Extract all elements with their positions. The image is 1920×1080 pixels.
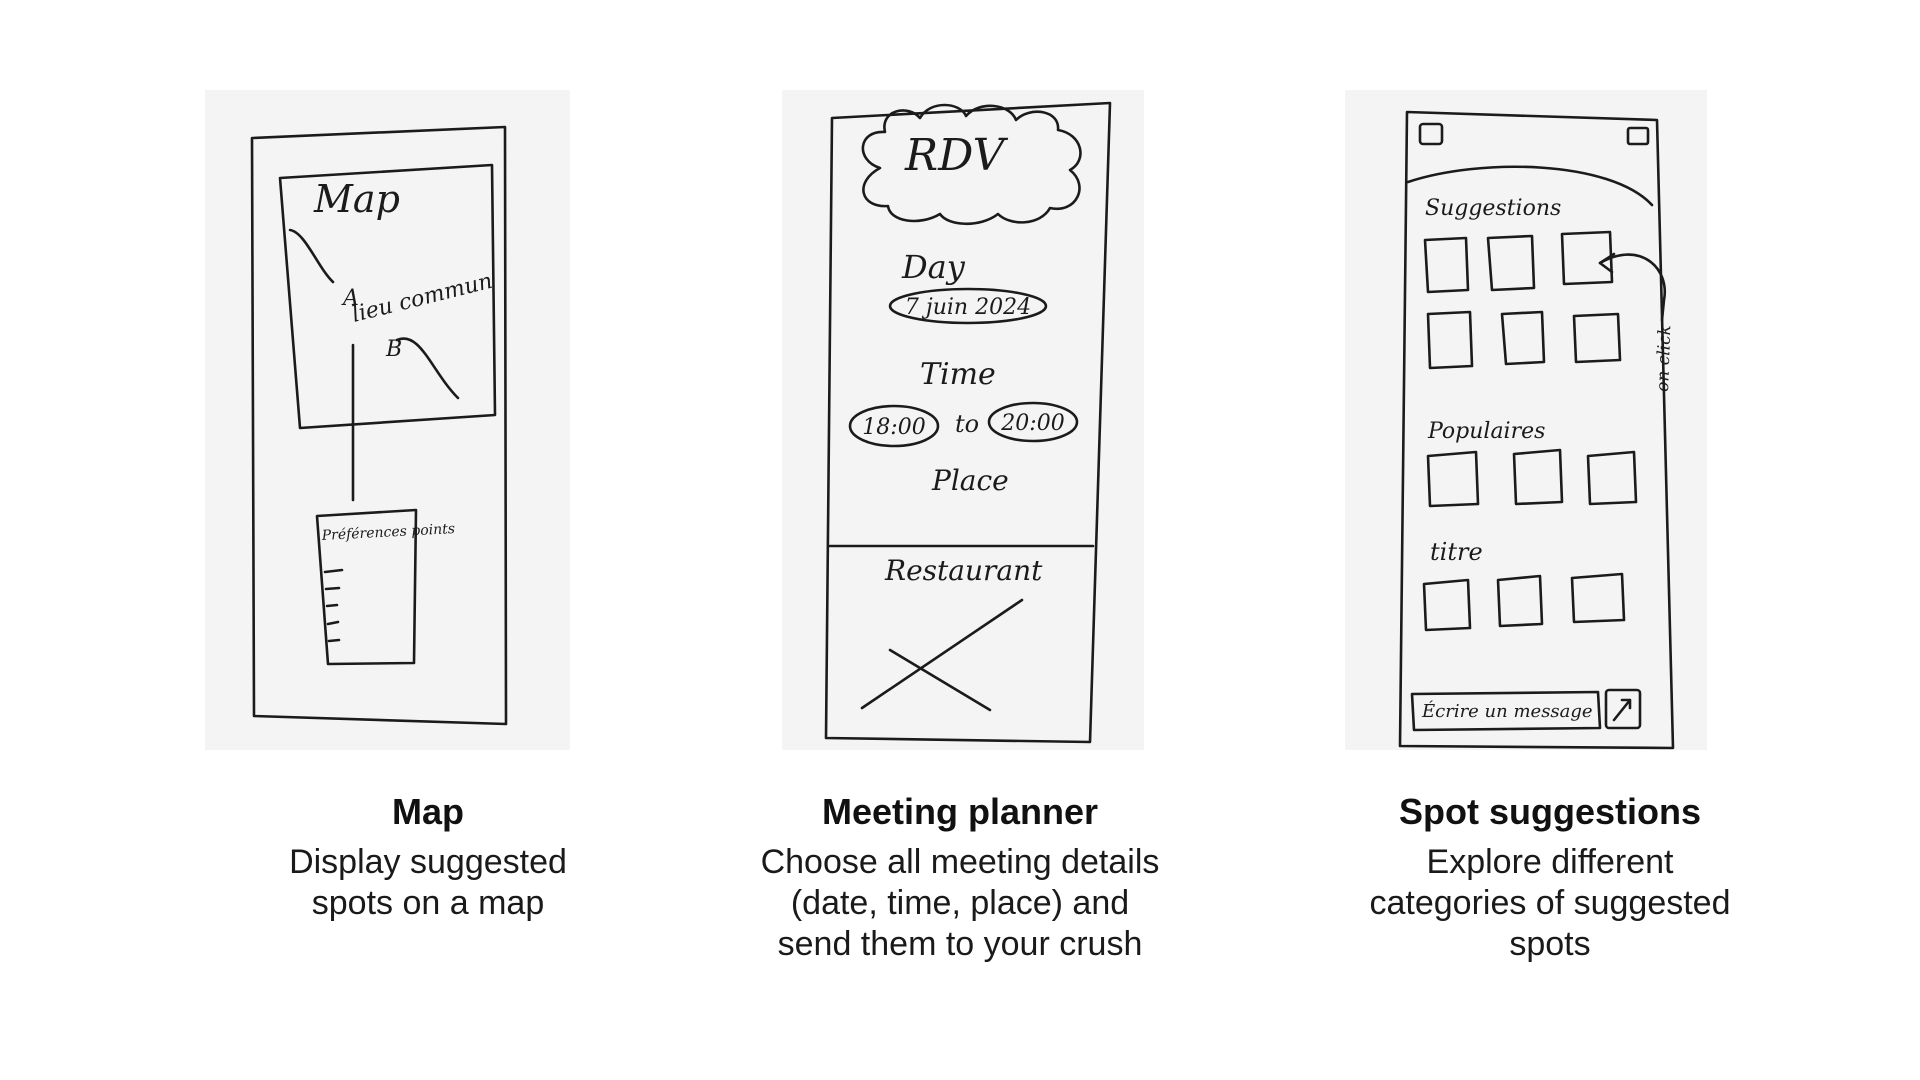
spot-card (1496, 574, 1544, 628)
spot-suggestions-title: Spot suggestions (1398, 791, 1701, 832)
menu-icon (1418, 122, 1444, 146)
day-label: Day (901, 248, 966, 286)
on-click-arrow (1598, 253, 1667, 322)
chat-icon (1626, 126, 1650, 146)
preferences-heading: Préférences points (320, 521, 455, 544)
send-button (1604, 688, 1642, 730)
date-field (888, 287, 1048, 325)
meeting-planner-description: Choose all meeting details (date, time, … (760, 843, 1160, 963)
suggestions-label: Suggestions (1425, 196, 1561, 221)
preferences-list-panel (315, 508, 418, 666)
time-start-field (848, 404, 940, 448)
spot-card (1423, 236, 1470, 294)
spot-card (1426, 450, 1480, 508)
list-item (323, 568, 344, 574)
list-item (325, 603, 339, 608)
image-placeholder-cross (888, 648, 992, 712)
spot-card (1586, 450, 1638, 506)
third-category-label: titre (1430, 538, 1483, 566)
map-panel (278, 163, 497, 430)
list-item (324, 586, 341, 591)
spot-card (1422, 578, 1472, 632)
map-title: Map (392, 791, 464, 832)
route-path-2 (395, 337, 460, 400)
meeting-planner-sketch: RDV Day 7 juin 2024 Time 18:00 to 20:00 … (782, 90, 1144, 750)
meeting-planner-caption: Meeting planner Choose all meeting detai… (700, 790, 1220, 965)
spot-card (1570, 572, 1626, 624)
restaurant-label: Restaurant (884, 554, 1043, 587)
spot-card (1572, 312, 1622, 364)
map-description: Display suggested spots on a map (289, 843, 567, 922)
route-path-1 (288, 228, 335, 284)
time-end-value: 20:00 (1000, 411, 1064, 436)
header-curve (1406, 165, 1654, 207)
point-b-label: B (385, 337, 402, 362)
header-label: RDV (904, 130, 1009, 181)
time-label: Time (920, 357, 996, 392)
list-item (327, 638, 341, 643)
populaires-label: Populaires (1427, 419, 1545, 444)
map-caption: Map Display suggested spots on a map (168, 790, 688, 924)
spot-suggestions-caption: Spot suggestions Explore different categ… (1290, 790, 1810, 965)
place-label: Place (931, 464, 1009, 497)
header-cloud (861, 103, 1082, 226)
image-placeholder-cross (860, 598, 1024, 710)
point-a-label: A (341, 286, 359, 311)
on-click-arrowhead (1598, 252, 1616, 274)
meeting-planner-title: Meeting planner (821, 791, 1099, 832)
map-label: Map (313, 177, 400, 221)
spot-card (1560, 230, 1614, 286)
time-separator: to (955, 410, 979, 438)
map-sketch-paper (205, 90, 570, 750)
spot-suggestions-description: Explore different categories of suggeste… (1369, 843, 1731, 963)
spot-card (1486, 234, 1536, 292)
phone-frame (824, 101, 1112, 744)
phone-frame (1398, 110, 1675, 750)
on-click-note: on click (1653, 325, 1675, 392)
map-sketch: Map A lieu commun B Préférences points (205, 90, 570, 750)
list-item (326, 620, 340, 626)
message-input (1410, 690, 1602, 732)
time-start-value: 18:00 (862, 415, 925, 440)
spot-card (1500, 310, 1546, 366)
spot-suggestions-sketch: Suggestions Populaires titre on click Éc… (1345, 90, 1707, 750)
phone-frame (250, 125, 508, 726)
date-value: 7 juin 2024 (905, 295, 1031, 320)
send-icon (1612, 698, 1632, 722)
spot-card (1426, 310, 1474, 370)
time-end-field (987, 401, 1079, 443)
message-placeholder: Écrire un message (1421, 699, 1593, 722)
spot-card (1512, 448, 1564, 506)
